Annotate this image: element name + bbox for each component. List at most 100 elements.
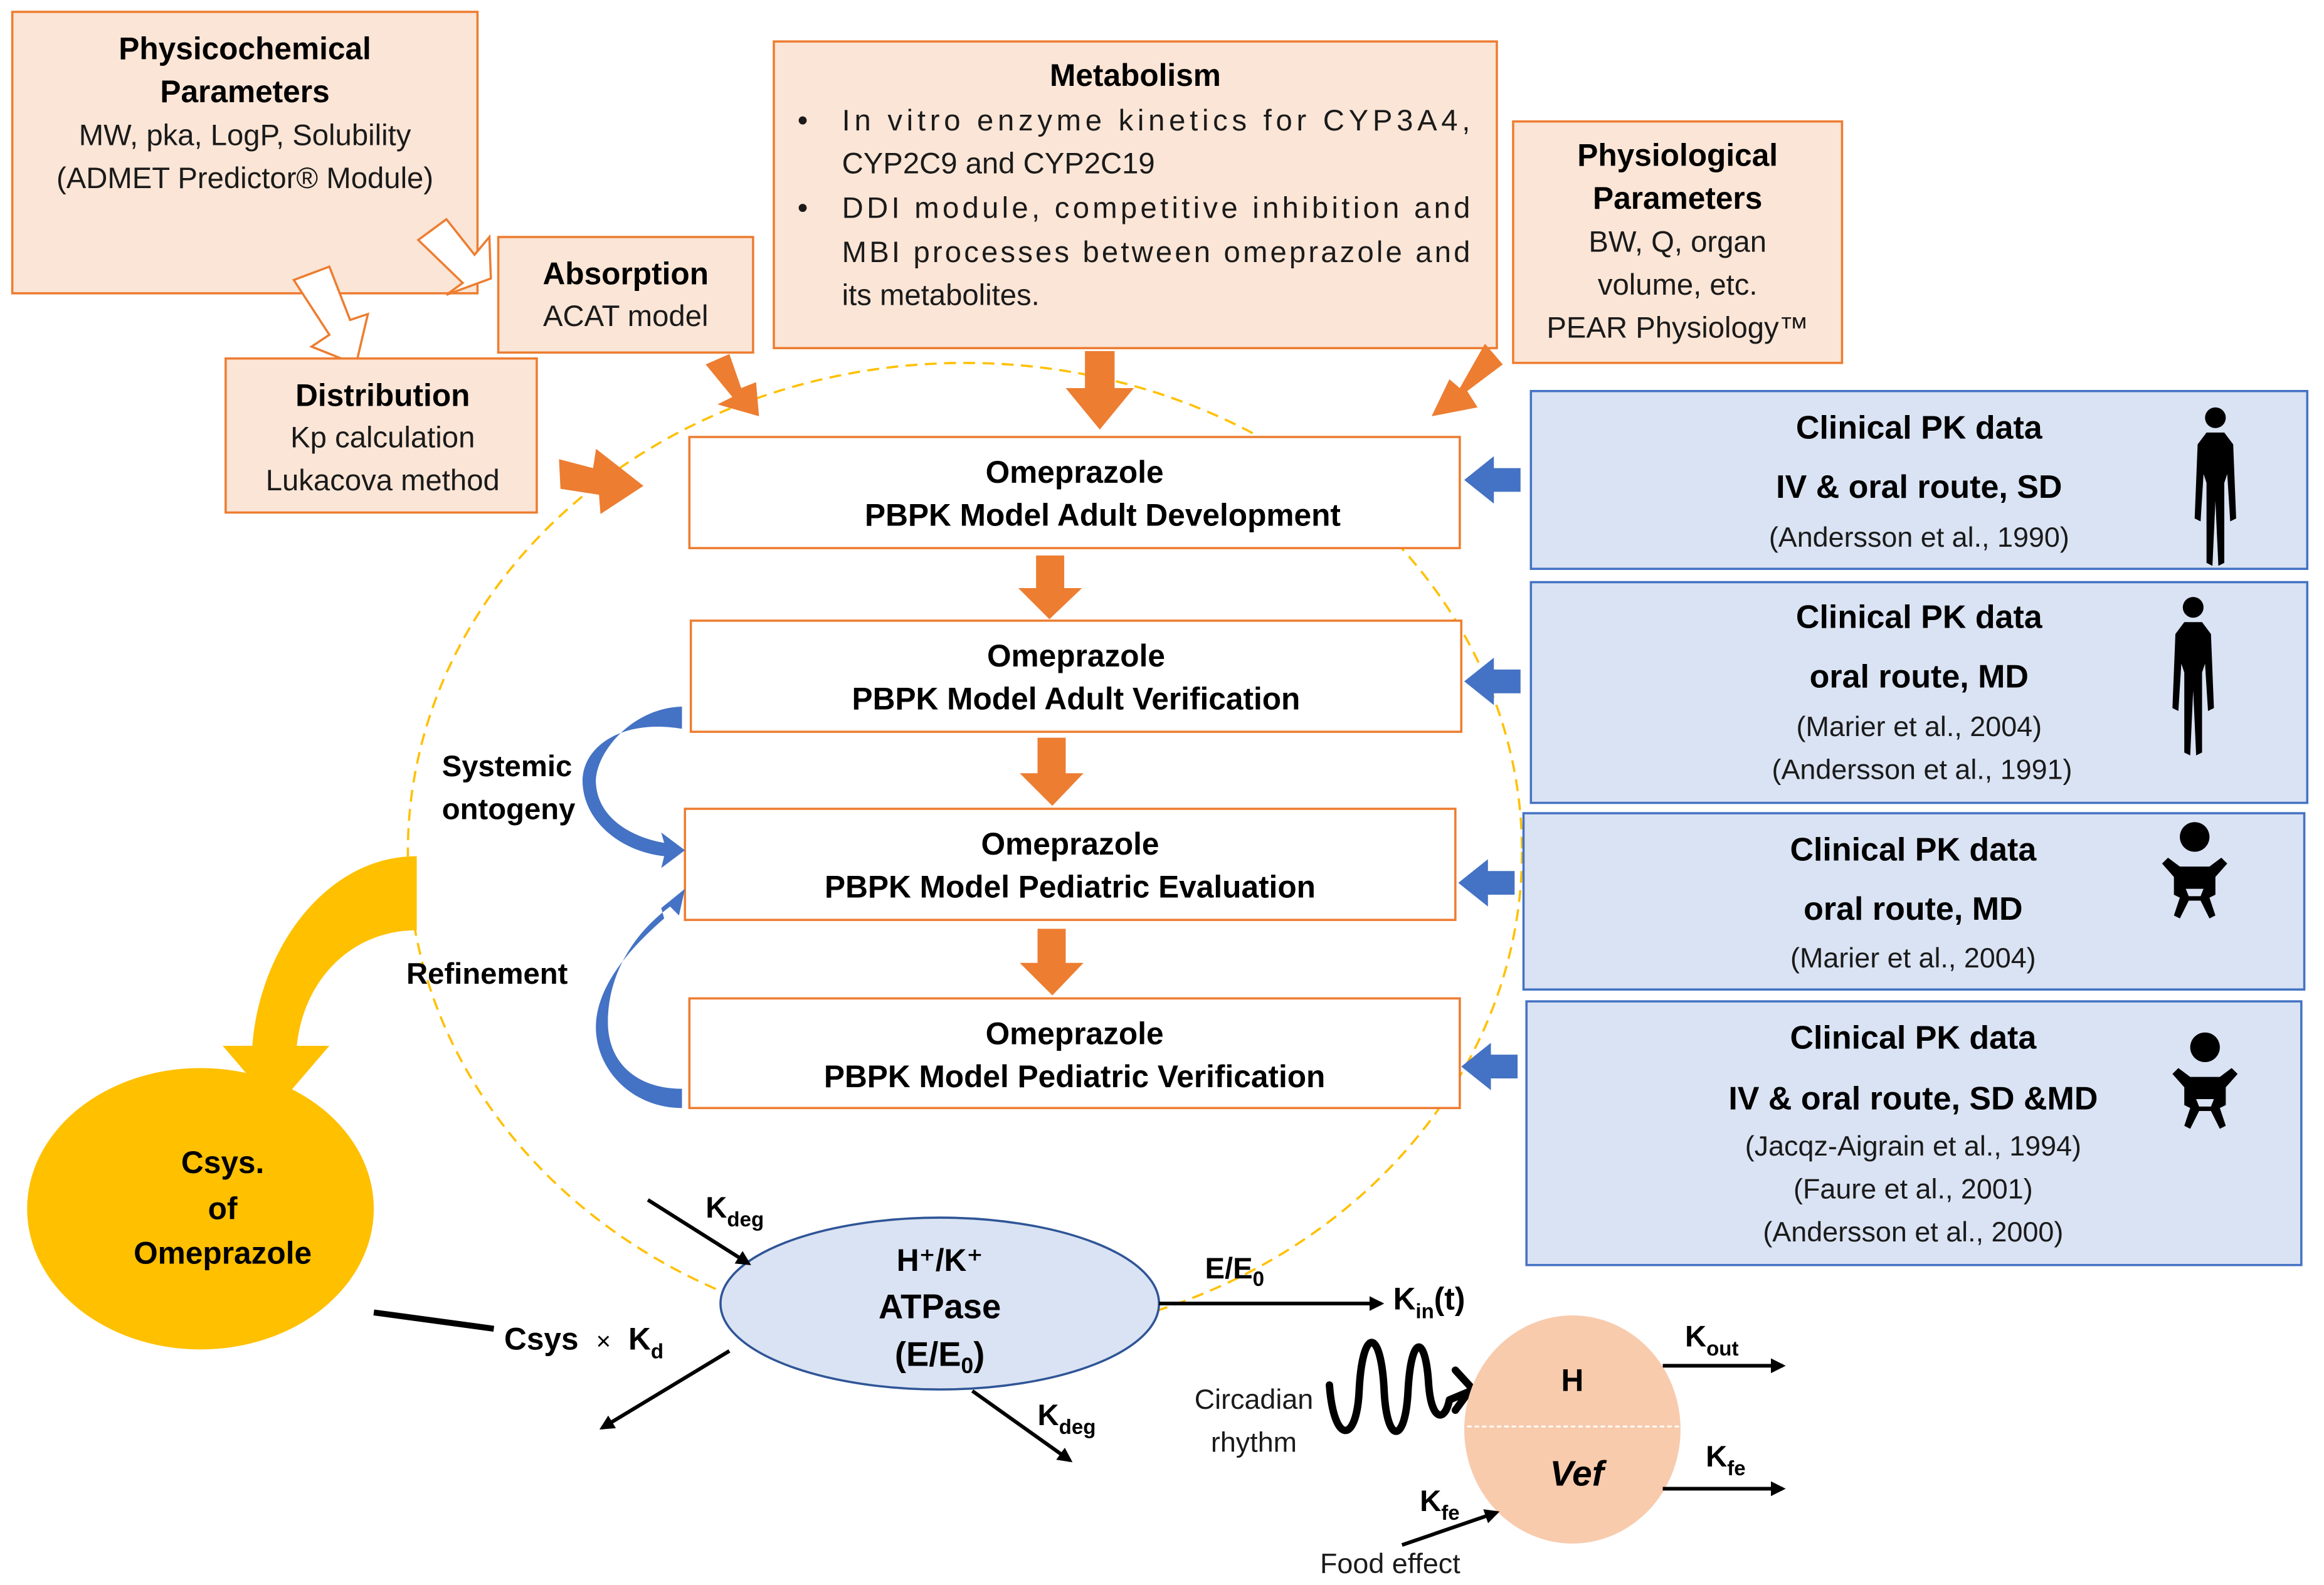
physicochemical-line-2: (ADMET Predictor® Module) [56, 162, 433, 195]
physicochemical-box: Physicochemical Parameters MW, pka, LogP… [11, 11, 479, 295]
physiological-title-2: Parameters [1593, 181, 1762, 216]
circadian-label-1: Circadian [1195, 1383, 1314, 1415]
arrow-physiological-to-model-icon [1431, 344, 1503, 416]
step-line-1: Omeprazole [981, 826, 1159, 861]
step-line-1: Omeprazole [986, 455, 1164, 490]
arrow-clinical3-to-model-icon [1458, 859, 1515, 907]
absorption-title: Absorption [542, 256, 709, 292]
hollow-arrow-to-absorption-icon [416, 218, 492, 296]
clinical-ref: (Andersson et al., 1991) [1772, 754, 2073, 786]
baby-icon [2172, 1032, 2238, 1129]
metabolism-box: Metabolism • In vitro enzyme kinetics fo… [773, 40, 1498, 349]
clinical-title: Clinical PK data [1790, 832, 2037, 868]
kdeg-in-arrow-icon [647, 1198, 751, 1265]
bullet-icon: • [798, 191, 808, 224]
distribution-box: Distribution Kp calculation Lukacova met… [224, 357, 538, 514]
food-effect-label: Food effect [1320, 1547, 1460, 1579]
clinical-ref: (Marier et al., 2004) [1797, 710, 2042, 742]
distribution-line-1: Kp calculation [290, 421, 475, 455]
step-line-1: Omeprazole [987, 638, 1165, 673]
metabolism-bullet1-line2: CYP2C9 and CYP2C19 [842, 147, 1155, 180]
arrow-clinical2-to-model-icon [1464, 658, 1521, 705]
physicochemical-title-1: Physicochemical [119, 31, 371, 66]
csys-ellipse [27, 1068, 374, 1350]
refinement-curved-arrow-icon [596, 888, 685, 1108]
kfe-in-label: Kfe [1420, 1485, 1460, 1525]
clinical-route: IV & oral route, SD &MD [1728, 1081, 2098, 1117]
adult-icon [2172, 597, 2214, 756]
physiological-title-1: Physiological [1577, 138, 1778, 173]
csys-kd-label: Csys × Kd [504, 1321, 663, 1363]
model-step-pediatric-verification: Omeprazole PBPK Model Pediatric Verifica… [688, 997, 1461, 1110]
model-scope-ellipse [406, 362, 1523, 1342]
clinical-route: oral route, MD [1810, 658, 2029, 695]
step-line-2: PBPK Model Pediatric Verification [824, 1059, 1325, 1094]
clinical-title: Clinical PK data [1796, 409, 2043, 446]
kdeg-in-label: Kdeg [705, 1191, 764, 1231]
kout-label: Kout [1685, 1320, 1739, 1361]
arrow-absorption-to-model-icon [705, 354, 759, 416]
model-step-adult-verification: Omeprazole PBPK Model Adult Verification [689, 619, 1463, 733]
clinical-box-4: Clinical PK data IV & oral route, SD &MD… [1525, 1000, 2303, 1266]
clinical-title: Clinical PK data [1790, 1020, 2037, 1056]
vef-label: Vef [1550, 1455, 1607, 1494]
metabolism-bullet2-line3: its metabolites. [842, 279, 1040, 312]
arrow-step2-to-step3-icon [1020, 737, 1084, 806]
model-step-pediatric-evaluation: Omeprazole PBPK Model Pediatric Evaluati… [684, 808, 1457, 921]
circadian-label-2: rhythm [1211, 1426, 1297, 1458]
arrow-step3-to-step4-icon [1020, 929, 1084, 996]
refinement-label: Refinement [406, 957, 568, 991]
arrow-distribution-to-model-icon [559, 448, 644, 514]
h-vef-ellipse [1464, 1315, 1681, 1544]
baby-icon [2162, 822, 2227, 919]
clinical-ref: (Andersson et al., 2000) [1763, 1216, 2063, 1248]
clinical-box-2: Clinical PK data oral route, MD (Marier … [1529, 581, 2309, 804]
metabolism-bullet2-line1: DDI module, competitive inhibition and [842, 191, 1471, 224]
metabolism-bullet1-line1: In vitro enzyme kinetics for CYP3A4, [842, 104, 1471, 137]
csys-kd-csys: Csys [504, 1321, 579, 1356]
csys-line-1: Csys. [181, 1145, 264, 1180]
physiological-line-3: PEAR Physiology™ [1546, 312, 1809, 345]
clinical-ref: (Andersson et al., 1990) [1769, 521, 2069, 553]
kfe-out-label: Kfe [1706, 1440, 1746, 1480]
metabolism-title: Metabolism [1050, 58, 1221, 93]
clinical-route: oral route, MD [1804, 891, 2022, 927]
systemic-ontogeny-curved-arrow-icon [582, 706, 685, 868]
clinical-ref: (Faure et al., 2001) [1793, 1172, 2033, 1204]
physiological-line-2: volume, etc. [1598, 268, 1758, 302]
systemic-label-1: Systemic [442, 750, 573, 783]
arrow-metabolism-to-model-icon [1065, 350, 1134, 430]
distribution-title: Distribution [295, 377, 470, 413]
hollow-arrow-to-distribution-icon [292, 265, 370, 366]
csys-connector-line [373, 1309, 495, 1332]
clinical-title: Clinical PK data [1796, 599, 2043, 636]
physicochemical-line-1: MW, pka, LogP, Solubility [79, 119, 411, 152]
arrow-step1-to-step2-icon [1018, 555, 1082, 619]
step-line-2: PBPK Model Adult Verification [852, 682, 1301, 717]
kdeg-out-label: Kdeg [1038, 1399, 1096, 1439]
circadian-wave-icon [1326, 1339, 1476, 1435]
gold-curved-arrow-icon [223, 856, 417, 1108]
atpase-line-1: H⁺/K⁺ [897, 1243, 983, 1278]
csys-line-2: of [208, 1191, 238, 1226]
step-line-1: Omeprazole [986, 1016, 1164, 1051]
absorption-line-1: ACAT model [543, 300, 708, 333]
step-line-2: PBPK Model Adult Development [865, 498, 1341, 533]
clinical-ref: (Marier et al., 2004) [1790, 942, 2036, 974]
bullet-icon: • [798, 104, 808, 137]
kin-label: Kin(t) [1393, 1282, 1466, 1324]
clinical-ref: (Jacqz-Aigrain et al., 1994) [1745, 1130, 2081, 1162]
atpase-line-3: (E/E0) [895, 1335, 985, 1378]
csys-line-3: Omeprazole [134, 1235, 312, 1270]
atpase-line-2: ATPase [879, 1288, 1001, 1326]
k-letter: K [628, 1321, 651, 1356]
arrow-clinical4-to-model-icon [1461, 1043, 1518, 1090]
kd-subscript: d [651, 1340, 663, 1364]
clinical-route: IV & oral route, SD [1776, 469, 2062, 505]
distribution-line-2: Lukacova method [266, 464, 500, 497]
kfe-in-arrow-icon [1401, 1509, 1500, 1547]
times-sign: × [596, 1327, 611, 1355]
arrow-clinical1-to-model-icon [1464, 456, 1521, 504]
adult-icon [2194, 407, 2236, 566]
